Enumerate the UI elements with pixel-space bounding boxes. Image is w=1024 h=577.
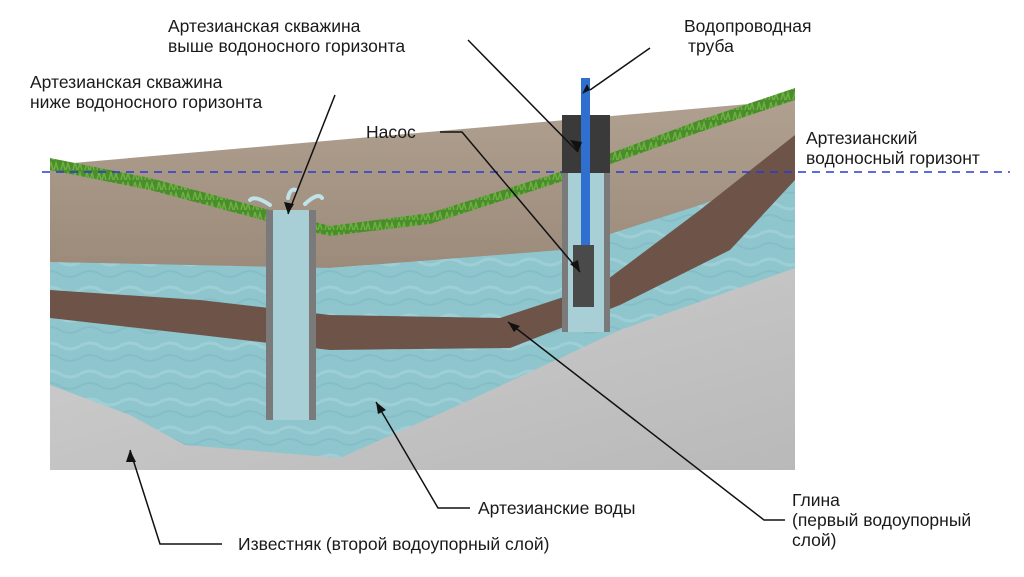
label-clay-1: Глина: [792, 490, 840, 510]
label-horizon-2: водоносный горизонт: [806, 148, 980, 168]
arrowhead: [508, 322, 520, 332]
limestone-layer: [50, 268, 795, 470]
label-pipe-1: Водопроводная: [684, 16, 811, 36]
leader-pipe: [589, 47, 651, 91]
leader-waters: [375, 401, 470, 509]
leader-limestone: [129, 449, 222, 545]
arrowhead: [126, 450, 136, 462]
arrowhead: [582, 84, 590, 94]
label-pipe-2: труба: [688, 36, 734, 56]
arrowhead: [376, 402, 386, 414]
pump-icon: [573, 245, 594, 307]
label-waters: Артезианские воды: [478, 498, 635, 518]
water-pipe: [581, 78, 590, 248]
label-horizon-1: Артезианский: [806, 128, 917, 148]
leader-pump: [440, 131, 581, 273]
leader-well-above: [467, 39, 579, 153]
arrowhead: [570, 140, 582, 152]
label-well-below-1: Артезианская скважина: [30, 72, 223, 92]
water-spray-icon: [248, 187, 324, 207]
label-clay-2: (первый водоупорный: [792, 510, 971, 530]
arrowhead: [570, 260, 580, 272]
leader-well-below: [287, 94, 336, 215]
left-artesian-well: [248, 187, 324, 420]
label-well-below-2: ниже водоносного горизонта: [30, 92, 263, 112]
label-well-above-2: выше водоносного горизонта: [168, 36, 405, 56]
arrowhead: [284, 202, 294, 214]
label-limestone: Известняк (второй водоупорный слой): [238, 534, 550, 554]
label-pump: Насос: [366, 122, 416, 142]
label-clay-3: слой): [792, 530, 837, 550]
label-well-above-1: Артезианская скважина: [168, 16, 361, 36]
right-artesian-well: [562, 78, 610, 332]
leader-clay: [507, 321, 785, 521]
